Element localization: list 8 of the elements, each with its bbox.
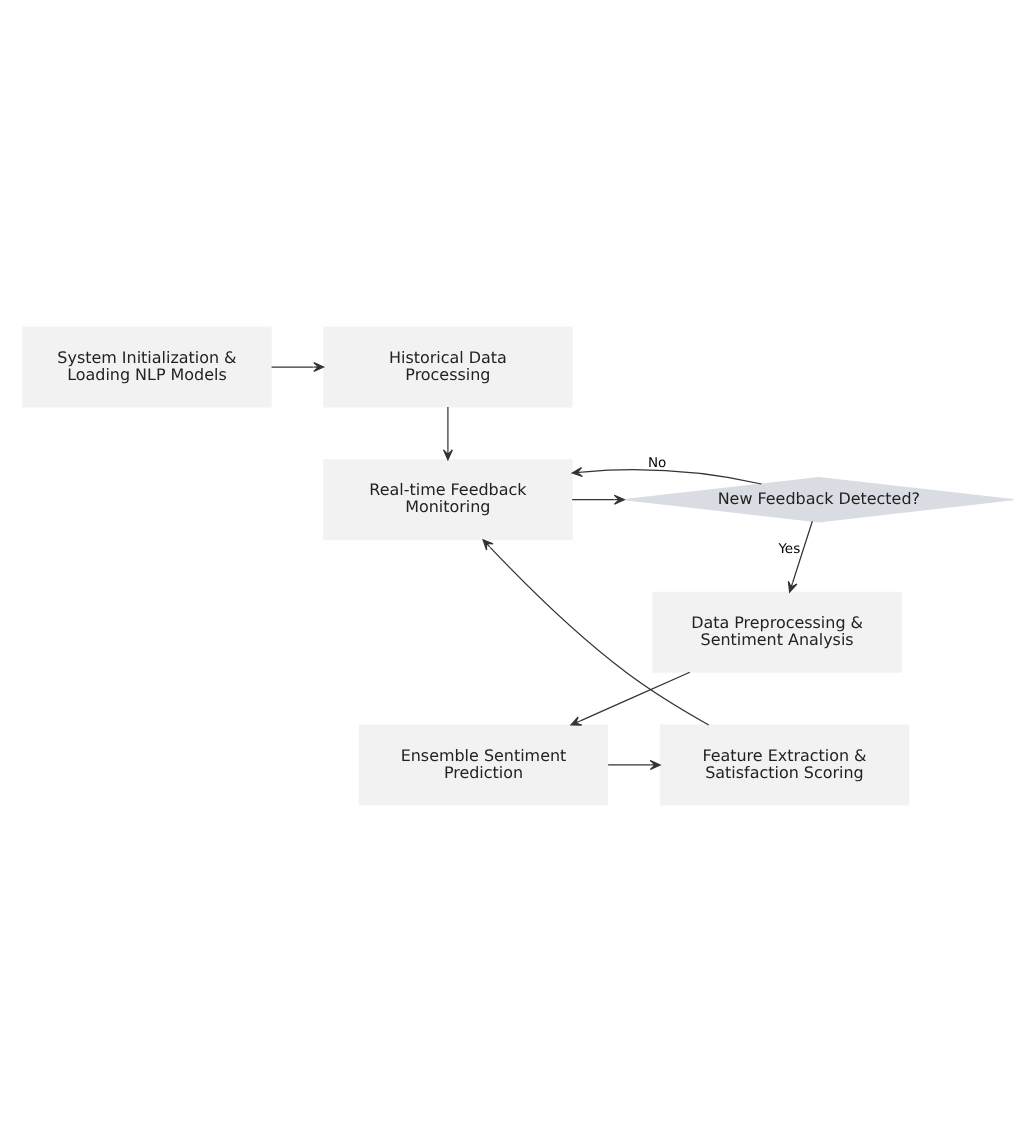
arrow (269, 361, 324, 373)
arrow (570, 494, 624, 505)
arrow (786, 520, 812, 593)
arrow (569, 671, 690, 726)
arrow (570, 467, 762, 485)
arrow (481, 539, 709, 726)
arrow (441, 406, 452, 461)
arrow (606, 759, 660, 771)
